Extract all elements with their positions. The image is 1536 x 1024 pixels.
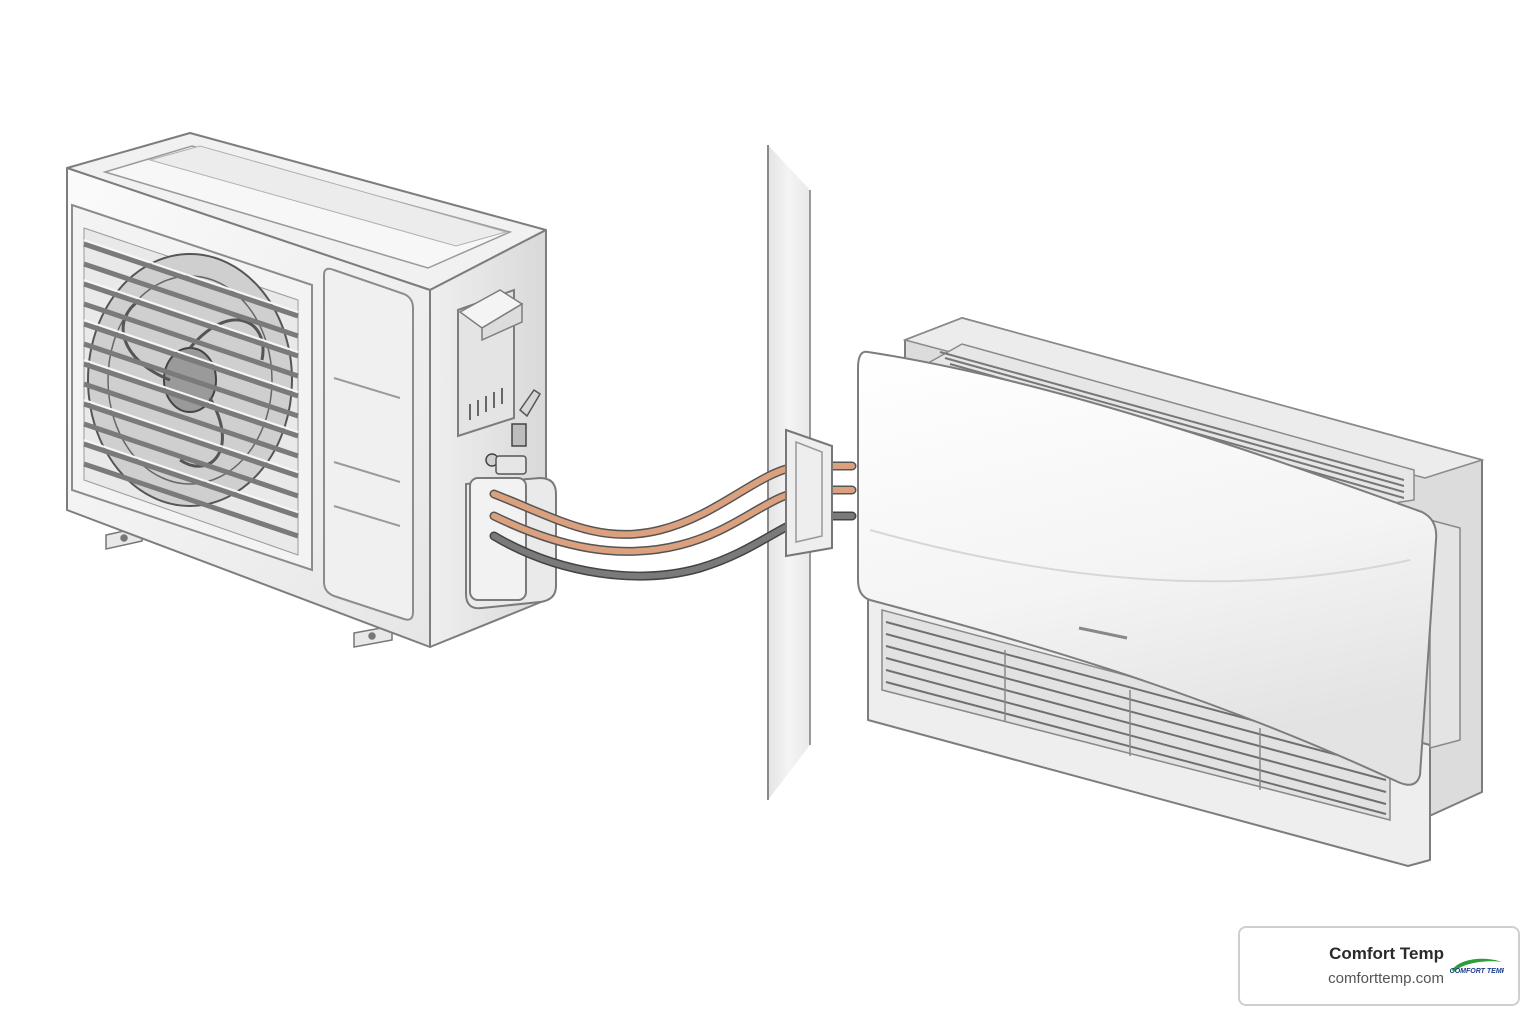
brand-url[interactable]: comforttemp.com [1328, 970, 1444, 987]
service-valve [485, 388, 542, 475]
access-panel [323, 267, 414, 621]
front-cover-panel [857, 350, 1438, 786]
comfort-temp-logo-icon: COMFORT TEMP [1450, 958, 1504, 975]
indoor-console-unit [857, 317, 1485, 867]
electrical-box [457, 288, 524, 438]
bottom-intake-grille [867, 594, 1431, 867]
brand-name: Comfort Temp [1329, 944, 1444, 963]
svg-text:COMFORT TEMP: COMFORT TEMP [1450, 968, 1504, 975]
brand-badge[interactable]: Comfort Temp comforttemp.com COMFORT TEM… [1238, 926, 1520, 1006]
wall-sleeve-plate [785, 428, 833, 558]
status-indicator-strip [1078, 626, 1128, 640]
outdoor-condenser-unit [66, 132, 557, 648]
fan-grille [71, 203, 313, 572]
